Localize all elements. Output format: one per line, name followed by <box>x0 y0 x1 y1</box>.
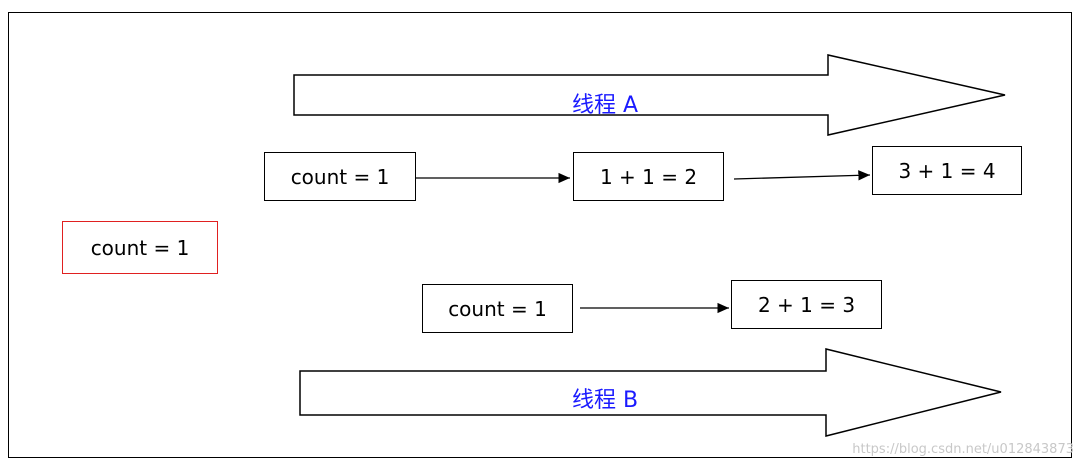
thread-a-step-3: 3 + 1 = 4 <box>872 146 1022 195</box>
thread-b-block-arrow <box>299 348 1002 437</box>
watermark-text: https://blog.csdn.net/u012843873 <box>852 442 1074 457</box>
shared-count-box: count = 1 <box>62 221 218 274</box>
diagram-frame <box>8 12 1072 458</box>
thread-a-block-arrow <box>293 54 1006 136</box>
thread-a-connector-2 <box>733 170 871 181</box>
thread-a-step-1: count = 1 <box>264 152 416 201</box>
thread-b-step-2: 2 + 1 = 3 <box>731 280 882 329</box>
thread-b-label: 线程 B <box>572 388 639 413</box>
thread-b-step-1: count = 1 <box>422 284 573 333</box>
thread-a-step-2: 1 + 1 = 2 <box>573 152 724 201</box>
thread-a-label: 线程 A <box>572 93 639 118</box>
